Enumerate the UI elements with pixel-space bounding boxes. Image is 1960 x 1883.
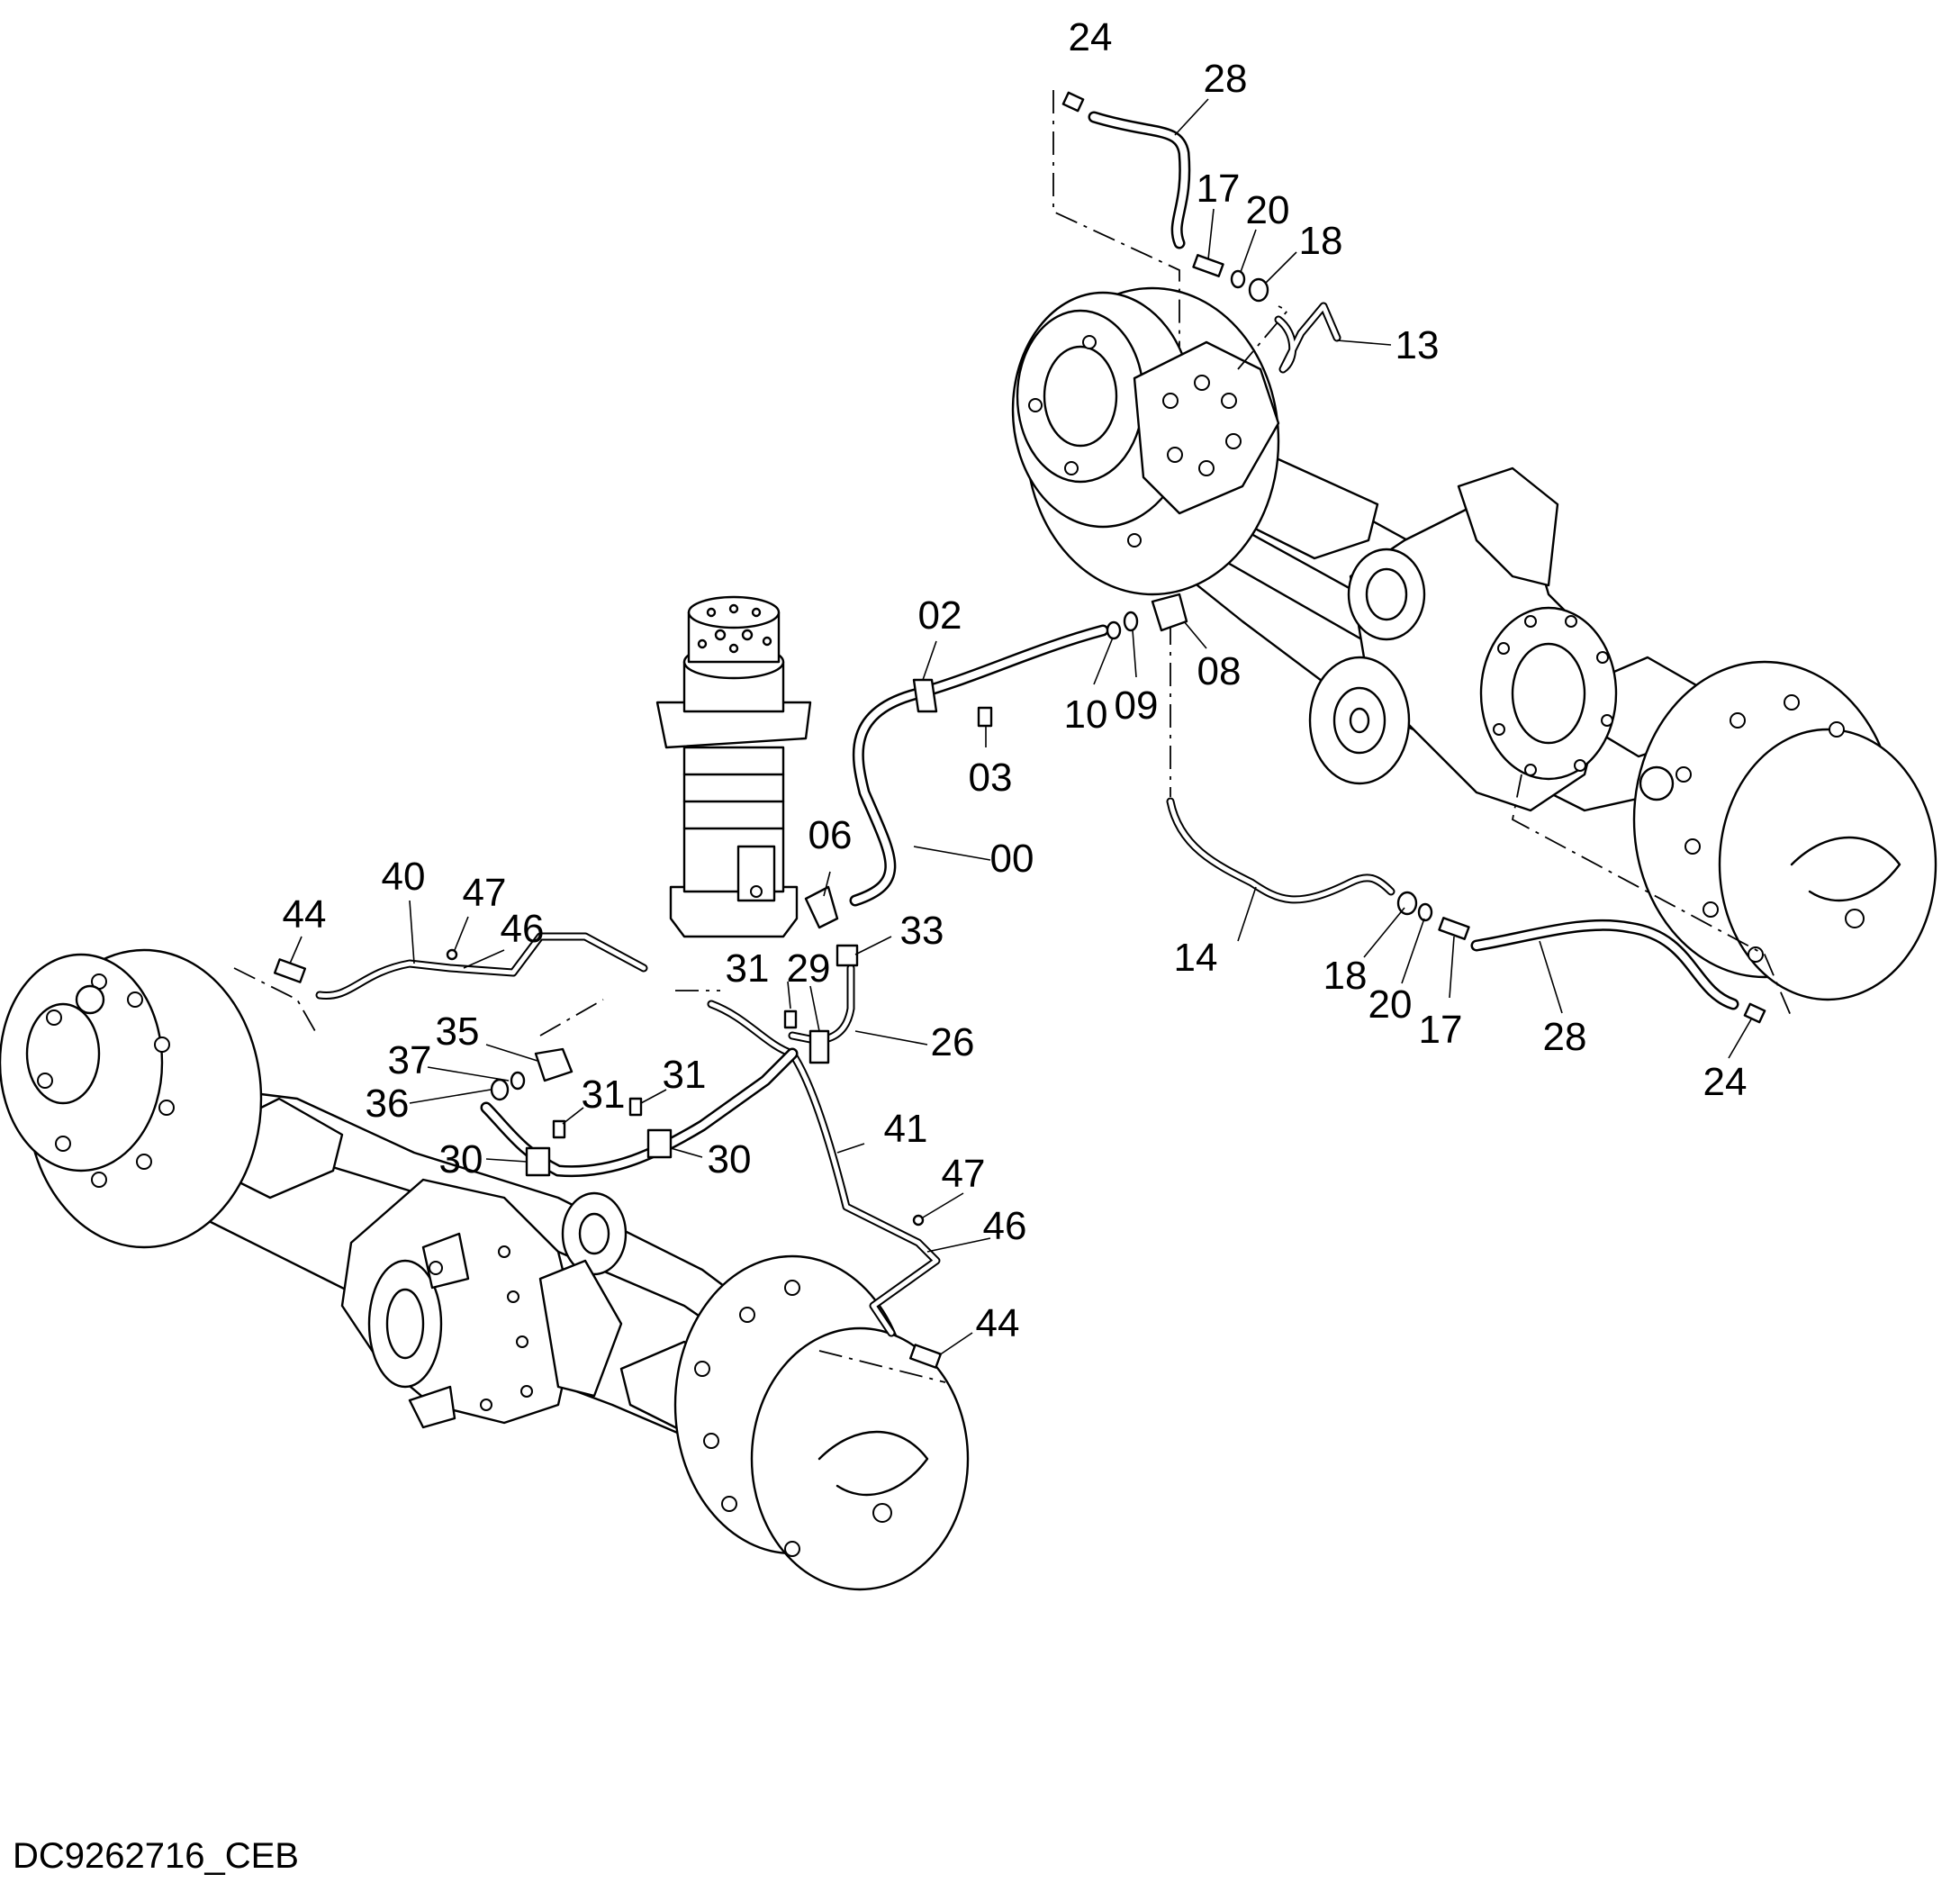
pipe-14 xyxy=(1166,797,1395,904)
fitting-08 xyxy=(1151,593,1188,632)
callout-00: 00 xyxy=(990,837,1034,881)
fitting-24-top xyxy=(1061,91,1085,113)
callout-02: 02 xyxy=(918,593,962,638)
fitting-47-right xyxy=(912,1214,925,1227)
clamp-30-right xyxy=(646,1128,673,1159)
washer-37 xyxy=(510,1071,526,1091)
callout-10: 10 xyxy=(1064,693,1108,737)
center-swivel-joint xyxy=(655,595,812,938)
rear-axle-left-hub xyxy=(1011,286,1280,596)
callout-31-a: 31 xyxy=(726,946,770,991)
callout-47-left: 47 xyxy=(463,871,507,915)
nut-36 xyxy=(490,1078,510,1101)
fitting-17-top xyxy=(1192,254,1224,277)
pipe-41 xyxy=(707,1000,941,1337)
callout-30-left: 30 xyxy=(439,1137,483,1181)
callout-35: 35 xyxy=(436,1009,480,1054)
front-axle-left-hub-bolts xyxy=(37,973,175,1188)
callout-28-bottom: 28 xyxy=(1543,1015,1587,1059)
callout-31-c: 31 xyxy=(582,1073,626,1117)
hose-28-lower xyxy=(1470,919,1739,1010)
callout-18-top: 18 xyxy=(1299,219,1343,263)
fitting-47-left xyxy=(446,948,458,961)
callout-26: 26 xyxy=(931,1020,975,1064)
rear-axle-right-hub-bolts xyxy=(1675,694,1845,963)
fitting-44-right xyxy=(908,1344,943,1369)
clip-02 xyxy=(912,678,938,713)
pipe-13 xyxy=(1274,302,1341,374)
assembly-reference-lines xyxy=(233,90,1793,1383)
bolt-03 xyxy=(977,706,993,728)
callout-17-bottom: 17 xyxy=(1419,1008,1463,1052)
callout-09: 09 xyxy=(1115,683,1159,728)
callout-leader-lines xyxy=(289,98,1752,1356)
front-axle-assembly xyxy=(0,948,970,1591)
fitting-44-left xyxy=(273,958,307,983)
nut-18-bottom xyxy=(1396,891,1418,916)
callout-47-right: 47 xyxy=(942,1152,986,1196)
callout-labels: 24 28 17 20 18 13 02 03 10 09 08 06 00 3… xyxy=(283,15,1748,1345)
clamp-30-left xyxy=(525,1146,551,1177)
callout-28-top: 28 xyxy=(1204,57,1248,101)
callout-13: 13 xyxy=(1395,323,1440,367)
washer-20-bottom xyxy=(1417,902,1433,922)
callout-31-b: 31 xyxy=(663,1053,707,1097)
callout-24-top: 24 xyxy=(1069,15,1113,59)
washer-20-top xyxy=(1230,269,1246,289)
rear-axle-right-hub xyxy=(1632,660,1937,1001)
rear-axle-assembly xyxy=(1011,286,1937,1001)
hose-00 xyxy=(849,624,1109,907)
callout-14: 14 xyxy=(1174,936,1218,980)
elbow-06 xyxy=(804,885,839,929)
front-axle-left-hub xyxy=(0,948,263,1249)
callout-30-right: 30 xyxy=(708,1137,752,1181)
nut-18-top xyxy=(1248,277,1269,303)
callout-36: 36 xyxy=(366,1082,410,1126)
callout-46-right: 46 xyxy=(983,1204,1027,1248)
front-axle-right-hub-bolts xyxy=(694,1280,800,1557)
callout-46-left: 46 xyxy=(501,907,545,951)
rear-axle-right-flange-bolts xyxy=(1493,615,1613,776)
washer-09 xyxy=(1123,611,1139,632)
callout-29: 29 xyxy=(787,946,831,991)
rear-axle-left-hub-bolts xyxy=(1028,335,1242,548)
callout-37: 37 xyxy=(388,1038,432,1082)
washer-10 xyxy=(1106,620,1122,640)
callout-40: 40 xyxy=(382,855,426,899)
callout-20-bottom: 20 xyxy=(1368,982,1413,1027)
callout-33: 33 xyxy=(900,909,944,953)
swivel-joint-port-holes xyxy=(697,603,772,654)
callout-06: 06 xyxy=(808,813,853,857)
callout-08: 08 xyxy=(1197,649,1242,693)
bolt-31-c xyxy=(552,1119,566,1139)
fitting-35 xyxy=(534,1047,574,1082)
bolt-31-a xyxy=(783,1009,798,1029)
callout-41: 41 xyxy=(884,1107,928,1151)
fitting-24-bottom xyxy=(1743,1002,1766,1024)
fitting-17-bottom xyxy=(1438,917,1470,940)
callout-44-left: 44 xyxy=(283,892,327,937)
bolt-31-b xyxy=(628,1097,643,1117)
callout-18-bottom: 18 xyxy=(1323,954,1368,998)
drawing-id: DC9262716_CEB xyxy=(13,1836,299,1876)
front-axle-right-hub xyxy=(673,1254,970,1591)
callout-24-bottom: 24 xyxy=(1703,1060,1748,1104)
callout-20-top: 20 xyxy=(1246,188,1290,232)
callout-03: 03 xyxy=(969,756,1013,800)
pipe-40 xyxy=(315,932,648,1000)
front-axle-flange-bolts xyxy=(480,1245,533,1411)
callout-17-top: 17 xyxy=(1197,167,1241,211)
fitting-33 xyxy=(835,944,859,967)
clamp-29 xyxy=(808,1029,830,1064)
hose-28-upper xyxy=(1088,111,1191,249)
callout-44-right: 44 xyxy=(976,1301,1020,1345)
hose-30-loop xyxy=(480,1047,799,1178)
